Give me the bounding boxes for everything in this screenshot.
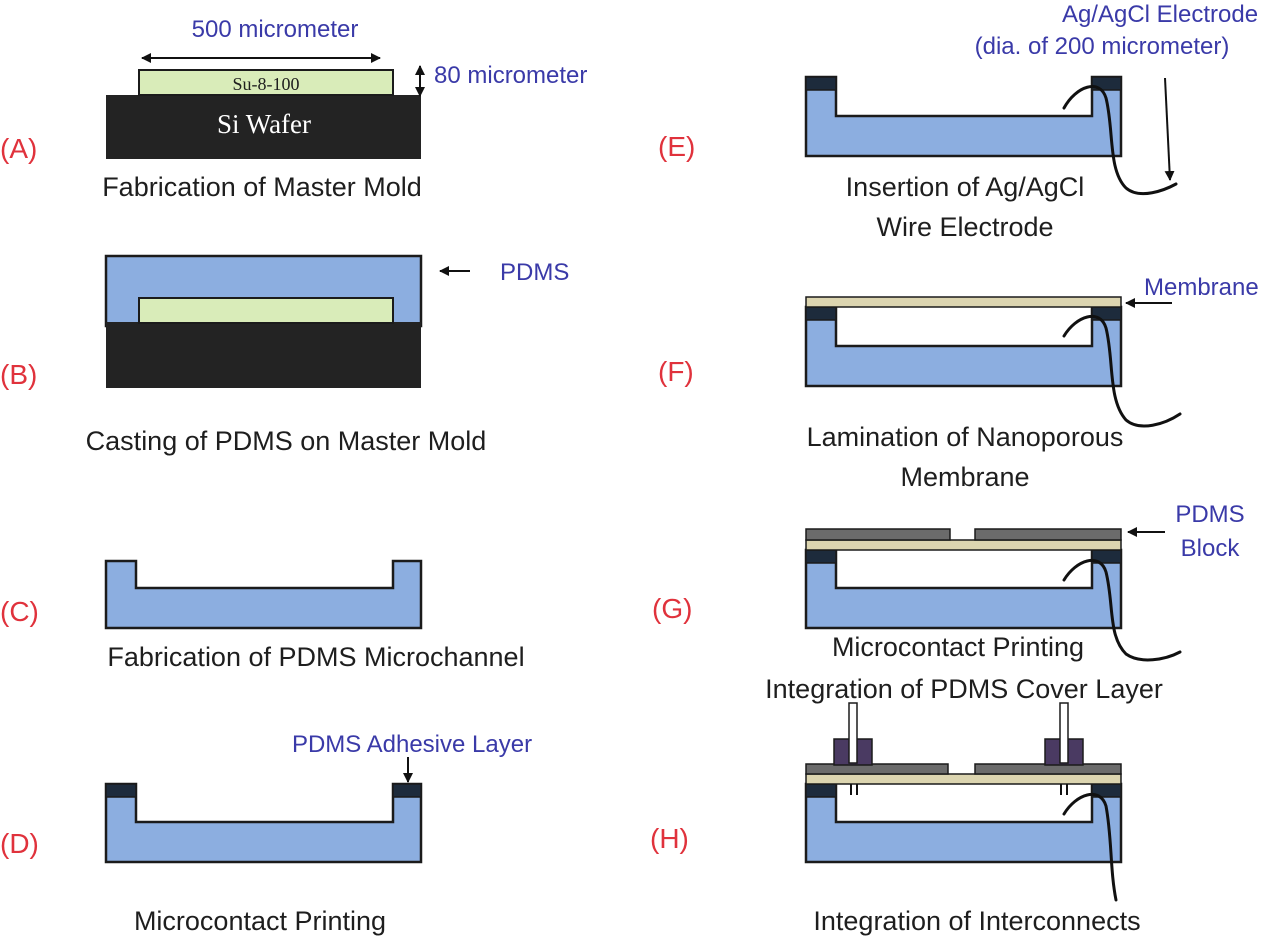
ag-agcl-wire: [1062, 793, 1118, 902]
step-e-caption-line1: Insertion of Ag/AgCl: [846, 172, 1085, 202]
step-c-letter: (C): [0, 596, 39, 627]
step-e-caption-line2: Wire Electrode: [876, 212, 1053, 242]
pdms-microchannel: [804, 75, 1123, 158]
step-g-caption-line1: Microcontact Printing: [832, 632, 1084, 662]
nanoporous-membrane: [805, 773, 1122, 785]
pdms-block-left: [805, 528, 951, 541]
pdms-block-left: [805, 763, 949, 775]
si-wafer: [106, 322, 421, 388]
su8-layer: [138, 69, 394, 96]
step-g-letter: (G): [652, 593, 692, 624]
step-a-caption: Fabrication of Master Mold: [102, 172, 422, 202]
step-b-letter: (B): [0, 359, 37, 390]
adhesive-label: PDMS Adhesive Layer: [292, 731, 532, 758]
step-a: (A) Su-8-100 Si Wafer 500 micrometer 80 …: [0, 16, 587, 202]
step-f-letter: (F): [658, 356, 694, 387]
membrane-label: Membrane: [1144, 274, 1259, 301]
electrode-arrow: [1164, 77, 1175, 181]
nanoporous-membrane: [805, 296, 1122, 308]
step-f-caption-line1: Lamination of Nanoporous: [807, 422, 1124, 452]
step-g-caption-line2: Integration of PDMS Cover Layer: [765, 674, 1163, 704]
pdms-block-right: [974, 528, 1122, 541]
step-c: (C) Fabrication of PDMS Microchannel: [0, 559, 525, 672]
step-d-caption: Microcontact Printing: [134, 906, 386, 936]
pdms-microchannel: [804, 305, 1123, 388]
pdms-microchannel: [804, 782, 1123, 864]
wafer-label: Si Wafer: [217, 109, 311, 139]
adhesive-layer-left: [805, 783, 837, 798]
pdms-label: PDMS: [500, 259, 569, 286]
pdms-microchannel: [104, 559, 423, 630]
pdms-microchannel: [104, 782, 423, 864]
nanoporous-membrane: [805, 539, 1122, 551]
pdms-block-label-line1: PDMS: [1175, 501, 1244, 528]
step-f-caption-line2: Membrane: [900, 462, 1029, 492]
adhesive-layer-right: [392, 783, 422, 798]
adhesive-layer-left: [105, 783, 137, 798]
tubing-left: [848, 702, 858, 764]
electrode-label-line2: (dia. of 200 micrometer): [975, 33, 1230, 60]
pdms-microchannel: [804, 548, 1123, 630]
step-b-caption: Casting of PDMS on Master Mold: [86, 426, 487, 456]
step-b: (B) PDMS Casting of PDMS on Master Mold: [0, 254, 569, 456]
step-c-caption: Fabrication of PDMS Microchannel: [107, 642, 524, 672]
ag-agcl-wire: [1062, 85, 1178, 196]
pdms-block-label-line2: Block: [1181, 535, 1241, 562]
step-e-letter: (E): [658, 131, 695, 162]
height-dimension-label: 80 micrometer: [434, 62, 587, 89]
su8-label: Su-8-100: [233, 74, 300, 94]
step-h: (H) Integration of Interconnects: [650, 702, 1141, 936]
adhesive-layer-left: [805, 76, 837, 91]
step-e: (E) Ag/AgCl Electrode (dia. of 200 micro…: [658, 1, 1258, 242]
ag-agcl-wire: [1062, 315, 1182, 428]
step-f: (F) Membrane Lamination of Nanoporous Me…: [658, 274, 1259, 492]
adhesive-layer-left: [805, 306, 837, 321]
adhesive-layer-left: [805, 549, 837, 564]
tubing-right: [1059, 702, 1069, 764]
step-a-letter: (A): [0, 133, 37, 164]
su8-layer: [138, 297, 394, 324]
step-h-caption: Integration of Interconnects: [813, 906, 1140, 936]
step-d-letter: (D): [0, 828, 39, 859]
ag-agcl-wire: [1062, 559, 1182, 662]
si-wafer: [106, 95, 421, 159]
step-d: (D) PDMS Adhesive Layer Microcontact Pri…: [0, 731, 532, 936]
electrode-label-line1: Ag/AgCl Electrode: [1062, 1, 1258, 28]
step-g: (G) PDMS Block Microcontact Printing Int…: [652, 501, 1245, 704]
width-dimension-label: 500 micrometer: [192, 16, 359, 43]
step-h-letter: (H): [650, 823, 689, 854]
